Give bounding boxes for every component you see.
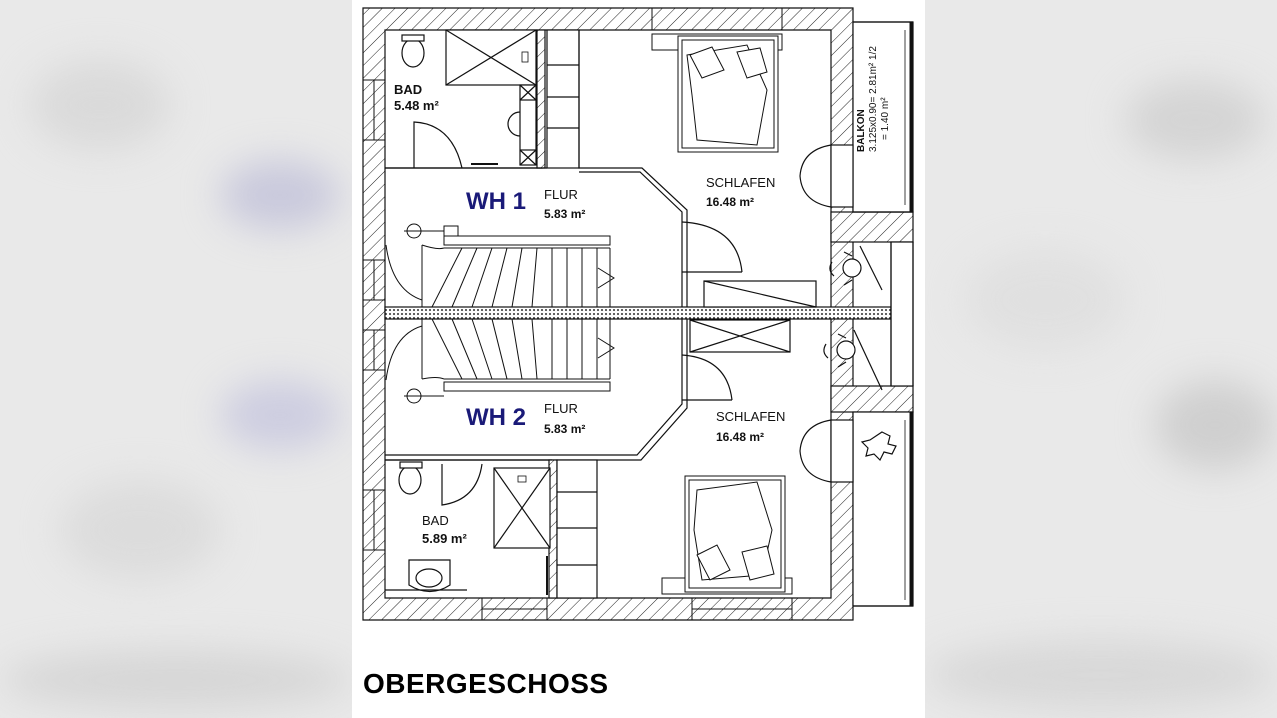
blurred-background-right bbox=[925, 0, 1277, 718]
room-area-schlafen-wh2: 16.48 m² bbox=[716, 430, 764, 444]
balcony-result: = 1.40 m² bbox=[880, 97, 891, 140]
balcony-wh1 bbox=[852, 21, 914, 213]
bed-wh1 bbox=[651, 33, 783, 153]
room-area-flur-wh1: 5.83 m² bbox=[544, 207, 585, 221]
balcony-name: BALKON bbox=[856, 109, 867, 152]
balcony-formula: 3.125x0.90= 2.81m² 1/2 bbox=[868, 46, 879, 152]
room-name-schlafen-wh1: SCHLAFEN bbox=[706, 175, 775, 190]
outer-wall bbox=[362, 7, 854, 621]
bed-wh2 bbox=[661, 475, 793, 595]
room-area-schlafen-wh1: 16.48 m² bbox=[706, 195, 754, 209]
floor-plan-sheet: BAD 5.48 m² WH 1 FLUR 5.83 m² SCHLAFEN 1… bbox=[352, 0, 925, 718]
staircase-wh2 bbox=[385, 318, 615, 404]
room-name-flur-wh2: FLUR bbox=[544, 401, 578, 416]
room-area-bad-wh2: 5.89 m² bbox=[422, 531, 467, 546]
staircase-wh1 bbox=[385, 223, 615, 308]
room-area-flur-wh2: 5.83 m² bbox=[544, 422, 585, 436]
room-area-bad-wh1: 5.48 m² bbox=[394, 98, 439, 113]
party-wall bbox=[384, 306, 892, 320]
room-name-bad-wh1: BAD bbox=[394, 82, 422, 97]
unit-label-wh2: WH 2 bbox=[466, 404, 526, 431]
plan-caption: OBERGESCHOSS bbox=[363, 668, 609, 699]
room-name-schlafen-wh2: SCHLAFEN bbox=[716, 409, 785, 424]
unit-label-wh1: WH 1 bbox=[466, 188, 526, 215]
floor-plan-drawing: BAD 5.48 m² WH 1 FLUR 5.83 m² SCHLAFEN 1… bbox=[362, 7, 914, 621]
blurred-background-left bbox=[0, 0, 352, 718]
room-name-bad-wh2: BAD bbox=[422, 513, 449, 528]
room-name-flur-wh1: FLUR bbox=[544, 187, 578, 202]
